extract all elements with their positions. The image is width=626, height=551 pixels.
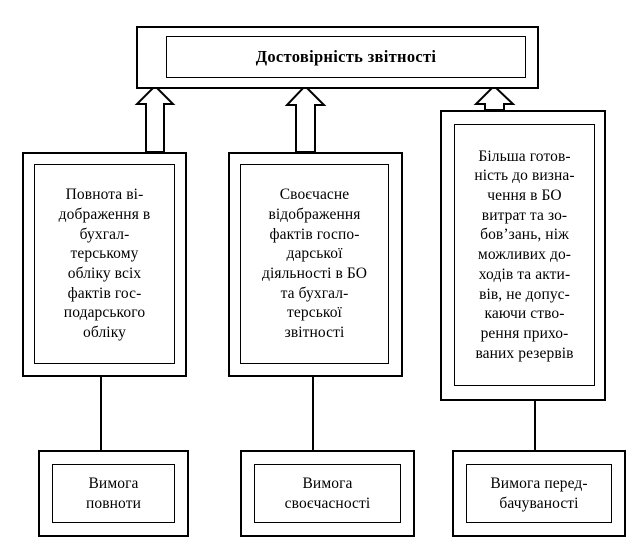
node-prudence-readiness[interactable]: Більша готов- ність до визна- чення в БО… — [440, 110, 606, 401]
node-requirement-completeness[interactable]: Вимога повноти — [38, 450, 189, 537]
arrow-up-icon-1 — [134, 84, 176, 153]
node-timeliness-reflection-label: Своєчасне відображення фактів госпо- дар… — [261, 186, 368, 342]
node-requirement-timeliness-label: Вимога своєчасності — [284, 474, 371, 512]
node-title-reliability-label: Достовірність звітності — [255, 46, 437, 66]
node-requirement-predictability[interactable]: Вимога перед- бачуваності — [452, 450, 626, 537]
node-requirement-predictability-label: Вимога перед- бачуваності — [490, 474, 588, 512]
node-requirement-timeliness-inner: Вимога своєчасності — [254, 464, 401, 523]
node-title-reliability[interactable]: Достовірність звітності — [136, 26, 539, 89]
node-title-reliability-inner: Достовірність звітності — [166, 36, 526, 78]
node-requirement-completeness-label: Вимога повноти — [86, 474, 141, 512]
node-completeness-reflection-label: Повнота ві- дображення в бухгал- терсько… — [58, 186, 151, 342]
node-prudence-readiness-label: Більша готов- ність до визна- чення в БО… — [474, 147, 575, 362]
arrow-up-icon-3 — [473, 84, 516, 111]
node-timeliness-reflection[interactable]: Своєчасне відображення фактів госпо- дар… — [228, 152, 403, 377]
node-requirement-completeness-inner: Вимога повноти — [52, 464, 175, 523]
node-timeliness-reflection-inner: Своєчасне відображення фактів госпо- дар… — [240, 164, 389, 364]
node-requirement-predictability-inner: Вимога перед- бачуваності — [466, 464, 612, 523]
node-completeness-reflection[interactable]: Повнота ві- дображення в бухгал- терсько… — [22, 152, 187, 377]
node-completeness-reflection-inner: Повнота ві- дображення в бухгал- терсько… — [34, 164, 175, 364]
arrow-up-icon-2 — [284, 84, 327, 153]
node-prudence-readiness-inner: Більша готов- ність до визна- чення в БО… — [454, 124, 595, 386]
node-requirement-timeliness[interactable]: Вимога своєчасності — [240, 450, 415, 537]
